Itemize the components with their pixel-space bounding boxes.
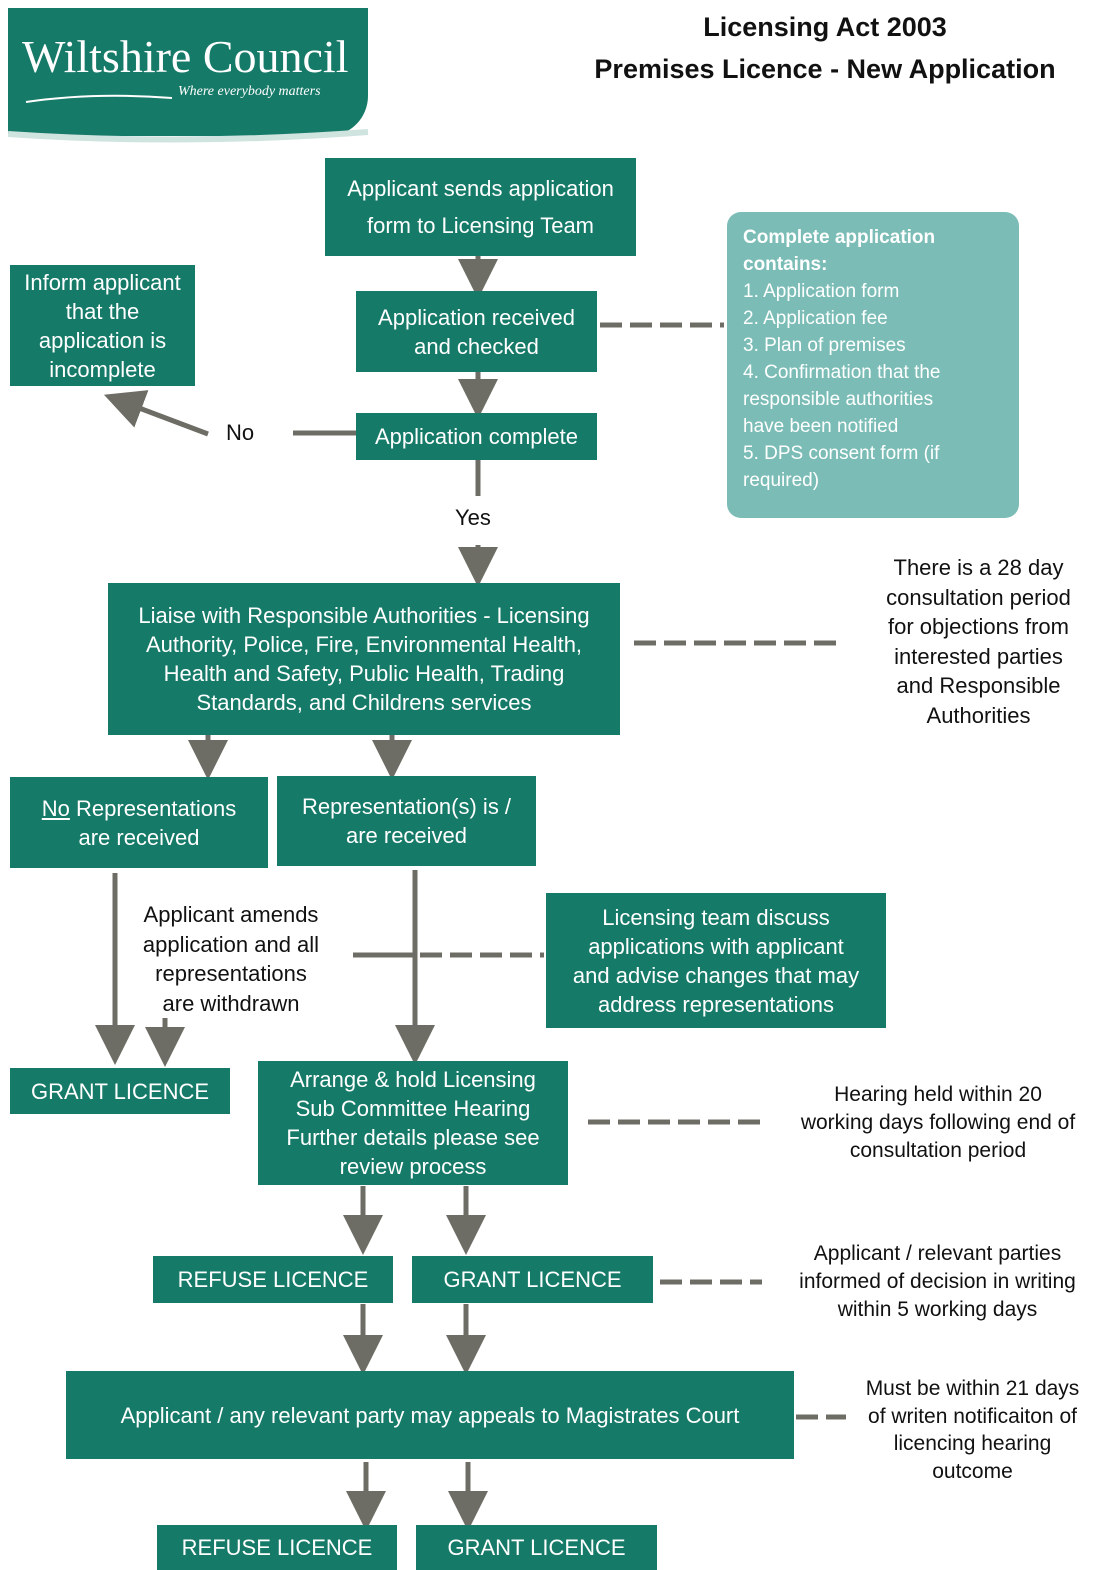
- hearing-line2: Sub Committee Hearing: [295, 1096, 531, 1121]
- no-reps-underlined: No: [41, 795, 70, 821]
- hearing-time-line: consultation period: [849, 1139, 1027, 1162]
- grant3-label: GRANT LICENCE: [447, 1535, 626, 1560]
- no-reps-rest: Representations: [69, 795, 237, 821]
- grant1-label: GRANT LICENCE: [30, 1078, 210, 1104]
- logo-name: Wiltshire Council: [22, 31, 349, 82]
- reps-line1: Representation(s) is /: [301, 794, 512, 819]
- no-reps-line2: are received: [78, 824, 200, 850]
- refuse-licence-box-3: REFUSE LICENCE: [157, 1525, 397, 1570]
- liaise-line3: Health and Safety, Public Health, Tradin…: [163, 661, 565, 686]
- consultation-line: There is a 28 day: [893, 555, 1064, 580]
- grant-licence-box-3: GRANT LICENCE: [416, 1525, 657, 1570]
- liaise-line4: Standards, and Childrens services: [196, 690, 532, 715]
- appeal-time-line: licencing hearing: [893, 1432, 1052, 1455]
- arrow-no-inform: [103, 390, 209, 437]
- licensing-discuss-box: Licensing team discuss applications with…: [546, 893, 886, 1028]
- refuse3-label: REFUSE LICENCE: [181, 1535, 373, 1560]
- consultation-line: interested parties: [894, 643, 1063, 669]
- consultation-line: and Responsible: [896, 673, 1061, 698]
- appeal-box: Applicant / any relevant party may appea…: [66, 1371, 794, 1459]
- application-complete-box: Application complete: [356, 413, 597, 460]
- grant2-label: GRANT LICENCE: [443, 1267, 622, 1292]
- yes-label: Yes: [455, 505, 491, 530]
- amend-line: are withdrawn: [162, 990, 300, 1016]
- contents-item: 1. Application form: [743, 281, 900, 302]
- inform-line2: that the: [65, 298, 140, 324]
- hearing-time-line: working days following end of: [800, 1111, 1076, 1134]
- liaise-authorities-box: Liaise with Responsible Authorities - Li…: [108, 583, 620, 735]
- contents-item: 3. Plan of premises: [743, 335, 906, 356]
- received-line2: and checked: [414, 333, 539, 359]
- reps-line2: are received: [345, 823, 468, 848]
- complete-label: Application complete: [374, 424, 578, 449]
- send-line2: form to Licensing Team: [366, 213, 595, 238]
- appeal-time-line: Must be within 21 days: [865, 1377, 1080, 1400]
- contents-item: responsible authorities: [743, 389, 934, 410]
- contents-item: required): [743, 470, 820, 491]
- decision-line: informed of decision in writing: [799, 1270, 1076, 1293]
- page-title-line2: Premises Licence - New Application: [594, 54, 1056, 84]
- liaise-line2: Authority, Police, Fire, Environmental H…: [145, 632, 583, 657]
- hearing-line3: Further details please see: [286, 1125, 540, 1150]
- appeal-time-note: Must be within 21 days of writen notific…: [852, 1375, 1093, 1485]
- discuss-line4: address representations: [597, 991, 835, 1017]
- received-line1: Application received: [378, 304, 575, 330]
- appeal-time-line: of writen notificaiton of: [868, 1404, 1077, 1428]
- inform-line4: incomplete: [49, 356, 156, 382]
- logo-swoosh-icon: [25, 94, 173, 103]
- amend-line: representations: [155, 961, 307, 986]
- hearing-line4: review process: [339, 1154, 487, 1179]
- contents-item: 2. Application fee: [743, 308, 888, 329]
- consultation-line: consultation period: [886, 584, 1071, 610]
- contents-item: 5. DPS consent form (if: [743, 443, 940, 464]
- refuse-licence-box-2: REFUSE LICENCE: [153, 1256, 393, 1303]
- contents-item: have been notified: [743, 416, 899, 437]
- send-line1: Applicant sends application: [347, 176, 614, 201]
- application-received-box: Application received and checked: [356, 291, 597, 372]
- liaise-line1: Liaise with Responsible Authorities - Li…: [138, 603, 590, 628]
- consultation-line: Authorities: [926, 702, 1031, 728]
- send-application-box: Applicant sends application form to Lice…: [325, 158, 636, 256]
- inform-line3: application is: [38, 327, 167, 353]
- discuss-line2: applications with applicant: [588, 933, 844, 959]
- logo-underline-icon: [7, 129, 369, 143]
- inform-incomplete-box: Inform applicant that the application is…: [10, 265, 195, 386]
- contents-heading-line2: contains:: [743, 254, 828, 275]
- decision-line: Applicant / relevant parties: [813, 1242, 1062, 1265]
- decision-line: within 5 working days: [837, 1298, 1038, 1321]
- contents-item: 4. Confirmation that the: [743, 362, 941, 383]
- discuss-line3: and advise changes that may: [572, 962, 860, 988]
- appeal-time-line: outcome: [932, 1459, 1013, 1483]
- appeal-label: Applicant / any relevant party may appea…: [120, 1402, 740, 1428]
- no-reps-line1: No Representations: [42, 794, 236, 823]
- refuse2-label: REFUSE LICENCE: [177, 1267, 369, 1292]
- hearing-time-note: Hearing held within 20 working days foll…: [784, 1081, 1092, 1165]
- no-label: No: [226, 420, 255, 445]
- inform-line1: Inform applicant: [24, 269, 181, 295]
- consultation-line: for objections from: [888, 614, 1069, 639]
- consultation-note: There is a 28 day consultation period fo…: [866, 553, 1091, 730]
- hearing-time-line: Hearing held within 20: [834, 1083, 1042, 1106]
- grant-licence-box-1: GRANT LICENCE: [10, 1068, 230, 1114]
- contents-heading-line1: Complete application: [743, 227, 936, 248]
- discuss-line1: Licensing team discuss: [602, 904, 830, 930]
- grant-licence-box-2: GRANT LICENCE: [412, 1256, 653, 1303]
- complete-application-contents: Complete application contains: 1. Applic…: [727, 212, 1019, 518]
- decision-note: Applicant / relevant parties informed of…: [782, 1240, 1093, 1324]
- amend-line: Applicant amends: [143, 902, 319, 927]
- logo-tagline: Where everybody matters: [178, 84, 321, 99]
- amend-line: application and all: [142, 931, 320, 957]
- no-representations-box: No Representations are received: [10, 777, 268, 868]
- hearing-box: Arrange & hold Licensing Sub Committee H…: [258, 1061, 568, 1185]
- representations-received-box: Representation(s) is / are received: [277, 776, 536, 866]
- hearing-line1: Arrange & hold Licensing: [290, 1067, 536, 1092]
- council-logo: Wiltshire Council Where everybody matter…: [8, 8, 368, 136]
- applicant-amends-note: Applicant amends application and all rep…: [120, 900, 342, 1018]
- page-title-line1: Licensing Act 2003: [703, 12, 947, 42]
